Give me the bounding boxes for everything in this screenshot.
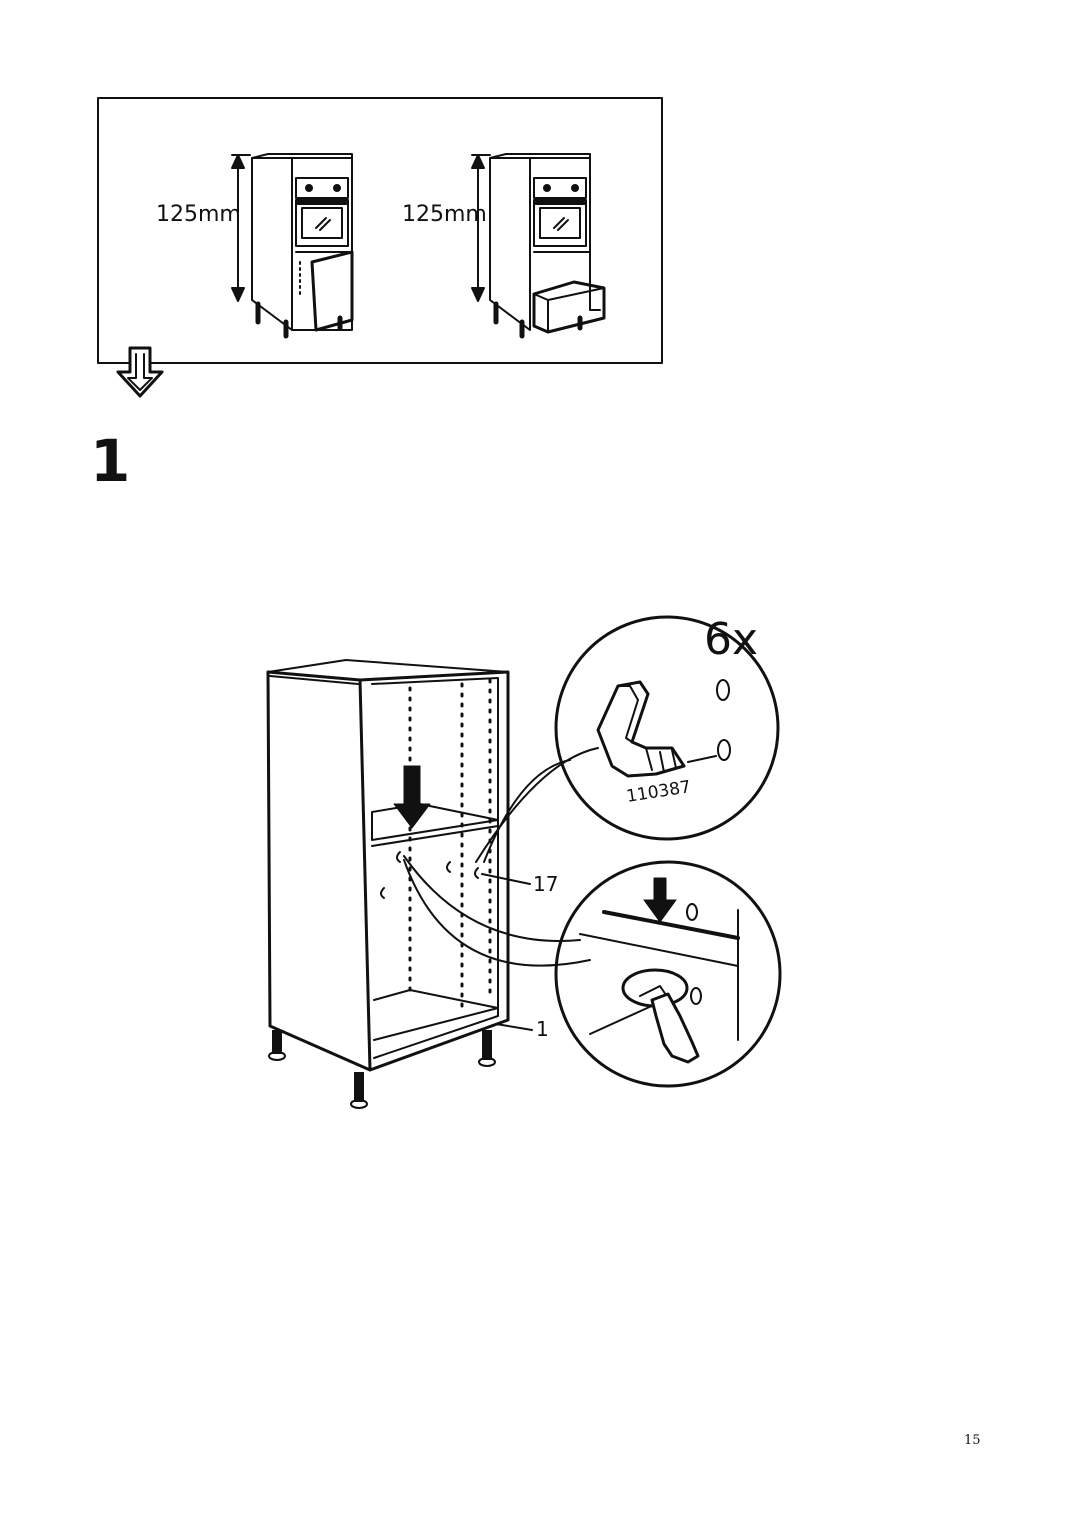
overview-cabinet-door [231, 153, 354, 339]
detail-circle-insert [554, 860, 782, 1088]
page-number: 15 [964, 1433, 981, 1448]
overview-panel-frame [97, 97, 663, 364]
detail-circle-part [554, 615, 780, 841]
dimension-label-left: 125mm [156, 202, 241, 227]
quantity-label: 6x [704, 614, 759, 665]
main-cabinet [266, 659, 510, 1109]
step-number: 1 [90, 427, 131, 495]
callout-label-1: 1 [536, 1017, 549, 1041]
overview-cabinet-drawer [471, 153, 606, 339]
dimension-label-right: 125mm [402, 202, 487, 227]
callout-label-17: 17 [533, 872, 559, 896]
insert-direction-arrow-icon [393, 765, 431, 829]
next-step-arrow-icon [116, 346, 164, 398]
